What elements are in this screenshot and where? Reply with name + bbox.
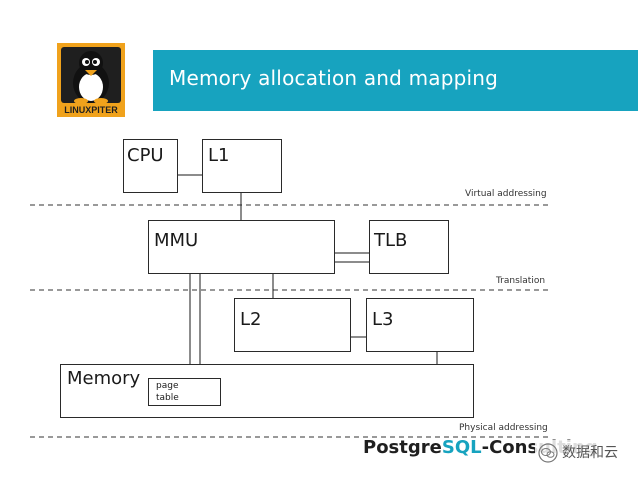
page-table-label: page table (156, 380, 179, 404)
title-bar (153, 50, 638, 111)
page-table-line1: page (156, 381, 179, 391)
l1-label: L1 (208, 145, 230, 166)
wechat-icon (538, 443, 558, 463)
memory-box (60, 364, 474, 418)
l2-label: L2 (240, 309, 262, 330)
mmu-label: MMU (154, 230, 199, 251)
brand-part-sql: SQL (441, 437, 482, 458)
memory-label: Memory (67, 368, 141, 389)
cpu-box (123, 139, 178, 193)
brand-part-postgre: Postgre (363, 437, 442, 458)
tlb-box (369, 220, 449, 274)
l3-box (366, 298, 474, 352)
watermark-text: 数据和云 (562, 445, 618, 461)
cpu-label: CPU (127, 145, 164, 166)
linuxpiter-logo: LINUXPITER (57, 43, 125, 117)
tlb-label: TLB (374, 230, 408, 251)
mmu-box (148, 220, 335, 274)
physical-addressing-label: Physical addressing (459, 423, 548, 433)
page-table-line2: table (156, 393, 179, 403)
translation-label: Translation (496, 276, 546, 286)
l2-box (234, 298, 351, 352)
virtual-addressing-label: Virtual addressing (465, 189, 547, 199)
l3-label: L3 (372, 309, 394, 330)
page-table-box (148, 378, 221, 406)
l1-box (202, 139, 282, 193)
logo-text: LINUXPITER (64, 105, 118, 115)
slide-title: Memory allocation and mapping (169, 66, 499, 90)
